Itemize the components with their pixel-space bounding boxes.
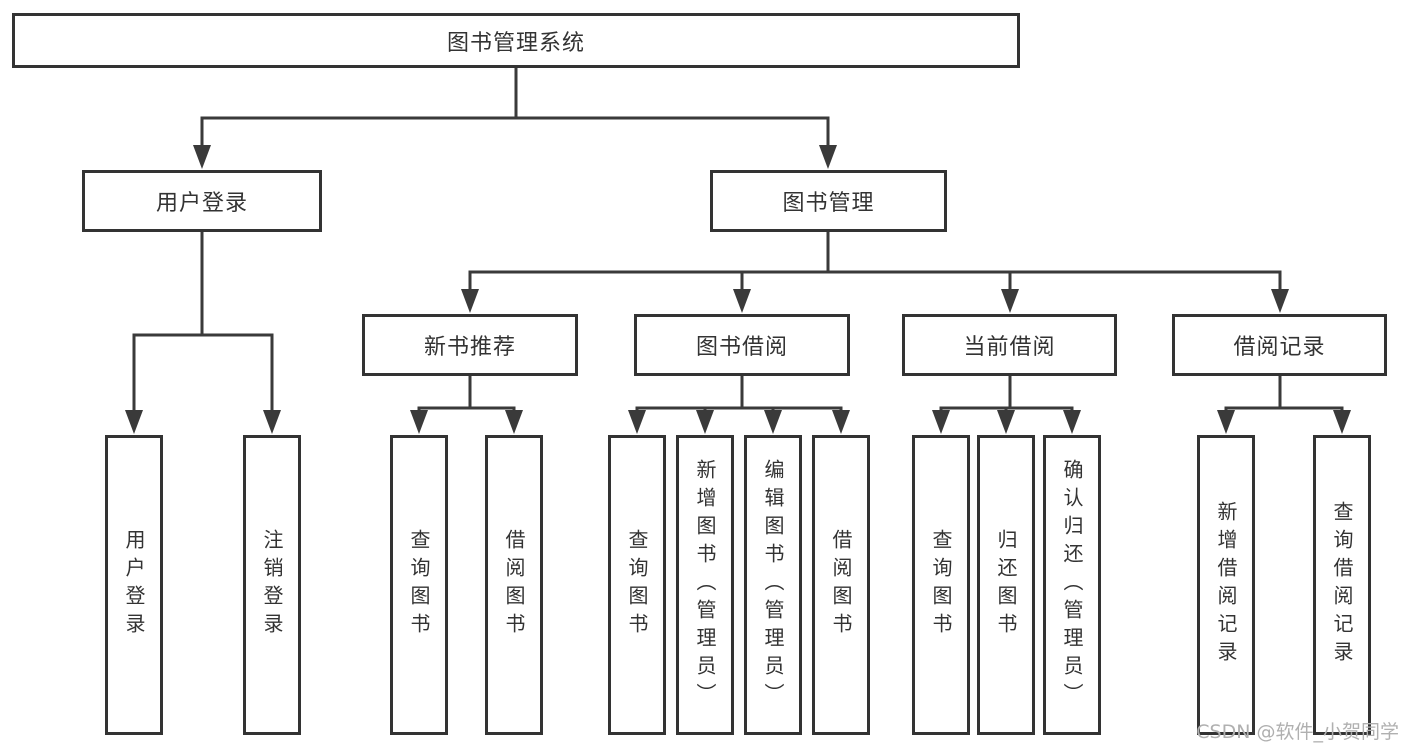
watermark: CSDN @软件_小贺同学 <box>1196 721 1399 743</box>
arrowhead <box>696 410 714 434</box>
leaf-label: 注销登录 <box>260 529 284 641</box>
connector-path <box>132 66 1344 412</box>
arrowhead <box>764 410 782 434</box>
arrowhead <box>461 289 479 313</box>
leaf-logout: 注销登录 <box>243 435 301 735</box>
arrowhead <box>997 410 1015 434</box>
leaf-query-books-3: 查询图书 <box>912 435 970 735</box>
leaf-add-book-admin: 新增图书（管理员） <box>676 435 734 735</box>
leaf-label: 新增图书（管理员） <box>693 459 717 711</box>
arrowhead <box>193 145 211 169</box>
leaf-borrow-books-1: 借阅图书 <box>485 435 543 735</box>
leaf-borrow-books-2: 借阅图书 <box>812 435 870 735</box>
node-book-management: 图书管理 <box>710 170 947 232</box>
arrowhead <box>1333 410 1351 434</box>
leaf-label: 借阅图书 <box>502 529 526 641</box>
arrowhead <box>125 410 143 434</box>
arrowhead <box>819 145 837 169</box>
node-user-login: 用户登录 <box>82 170 322 232</box>
leaf-return-books: 归还图书 <box>977 435 1035 735</box>
leaf-label: 新增借阅记录 <box>1214 501 1238 669</box>
leaf-label: 用户登录 <box>122 529 146 641</box>
arrowhead <box>1271 289 1289 313</box>
leaf-label: 借阅图书 <box>829 529 853 641</box>
arrowhead <box>1001 289 1019 313</box>
arrowhead <box>1063 410 1081 434</box>
leaf-label: 查询借阅记录 <box>1330 501 1354 669</box>
leaf-query-books-1: 查询图书 <box>390 435 448 735</box>
leaf-label: 编辑图书（管理员） <box>761 459 785 711</box>
leaf-label: 查询图书 <box>407 529 431 641</box>
arrowhead <box>832 410 850 434</box>
arrowhead <box>410 410 428 434</box>
leaf-query-borrow-record: 查询借阅记录 <box>1313 435 1371 735</box>
arrowhead <box>733 289 751 313</box>
node-current-borrowing: 当前借阅 <box>902 314 1117 376</box>
arrowhead <box>505 410 523 434</box>
arrowhead <box>932 410 950 434</box>
node-borrowing-records: 借阅记录 <box>1172 314 1387 376</box>
leaf-query-books-2: 查询图书 <box>608 435 666 735</box>
node-new-book-recommend: 新书推荐 <box>362 314 578 376</box>
node-root: 图书管理系统 <box>12 13 1020 68</box>
leaf-user-login: 用户登录 <box>105 435 163 735</box>
leaf-label: 归还图书 <box>994 529 1018 641</box>
leaf-label: 查询图书 <box>929 529 953 641</box>
leaf-edit-book-admin: 编辑图书（管理员） <box>744 435 802 735</box>
leaf-label: 确认归还（管理员） <box>1060 459 1084 711</box>
leaf-add-borrow-record: 新增借阅记录 <box>1197 435 1255 735</box>
node-book-borrowing: 图书借阅 <box>634 314 850 376</box>
leaf-label: 查询图书 <box>625 529 649 641</box>
leaf-confirm-return-admin: 确认归还（管理员） <box>1043 435 1101 735</box>
arrowhead <box>628 410 646 434</box>
arrowhead <box>1217 410 1235 434</box>
arrowhead <box>263 410 281 434</box>
